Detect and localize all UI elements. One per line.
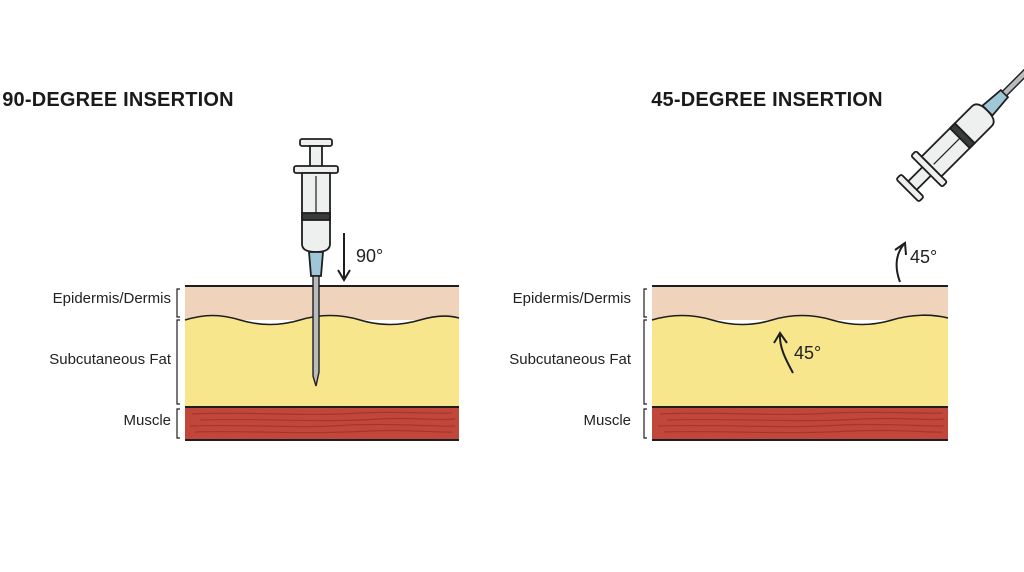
panel-45-degree: 45-DEGREE INSERTION [509,0,1024,572]
diagram-90-degree [176,138,460,441]
epidermis-layer [652,286,948,320]
fat-layer [652,315,948,407]
skin-layers-45 [643,285,949,441]
label-fat-90: Subcutaneous Fat [49,351,171,368]
panel-title-90: 90-DEGREE INSERTION [2,89,234,111]
epidermis-layer [185,286,459,320]
muscle-fibers [657,411,945,434]
label-epidermis-45: Epidermis/Dermis [512,290,631,307]
down-arrow [337,233,351,282]
curved-arrow-needle [773,331,794,374]
diagram-45-degree [643,3,1024,441]
fat-layer [185,315,459,407]
layer-borders [184,285,460,441]
muscle-fibers [189,411,456,434]
angle-label-45-needle: 45° [794,343,822,363]
muscle-layer [185,407,459,440]
label-epidermis-90: Epidermis/Dermis [52,290,171,307]
panel-title-45: 45-DEGREE INSERTION [651,89,883,111]
layer-borders [651,285,949,441]
panel-90-degree: 90-DEGREE INSERTION [2,89,460,441]
label-fat-45: Subcutaneous Fat [509,351,631,368]
syringe-45 [896,3,1024,202]
muscle-layer [652,407,948,440]
layer-brackets [643,288,647,439]
label-muscle-45: Muscle [583,412,631,429]
curved-arrow-syringe [894,241,907,283]
angle-label-90: 90° [356,246,384,266]
layer-brackets [176,288,180,439]
syringe-90 [293,138,339,387]
skin-layers-90 [176,285,460,441]
label-muscle-90: Muscle [123,412,171,429]
angle-label-45-syringe: 45° [910,247,938,267]
